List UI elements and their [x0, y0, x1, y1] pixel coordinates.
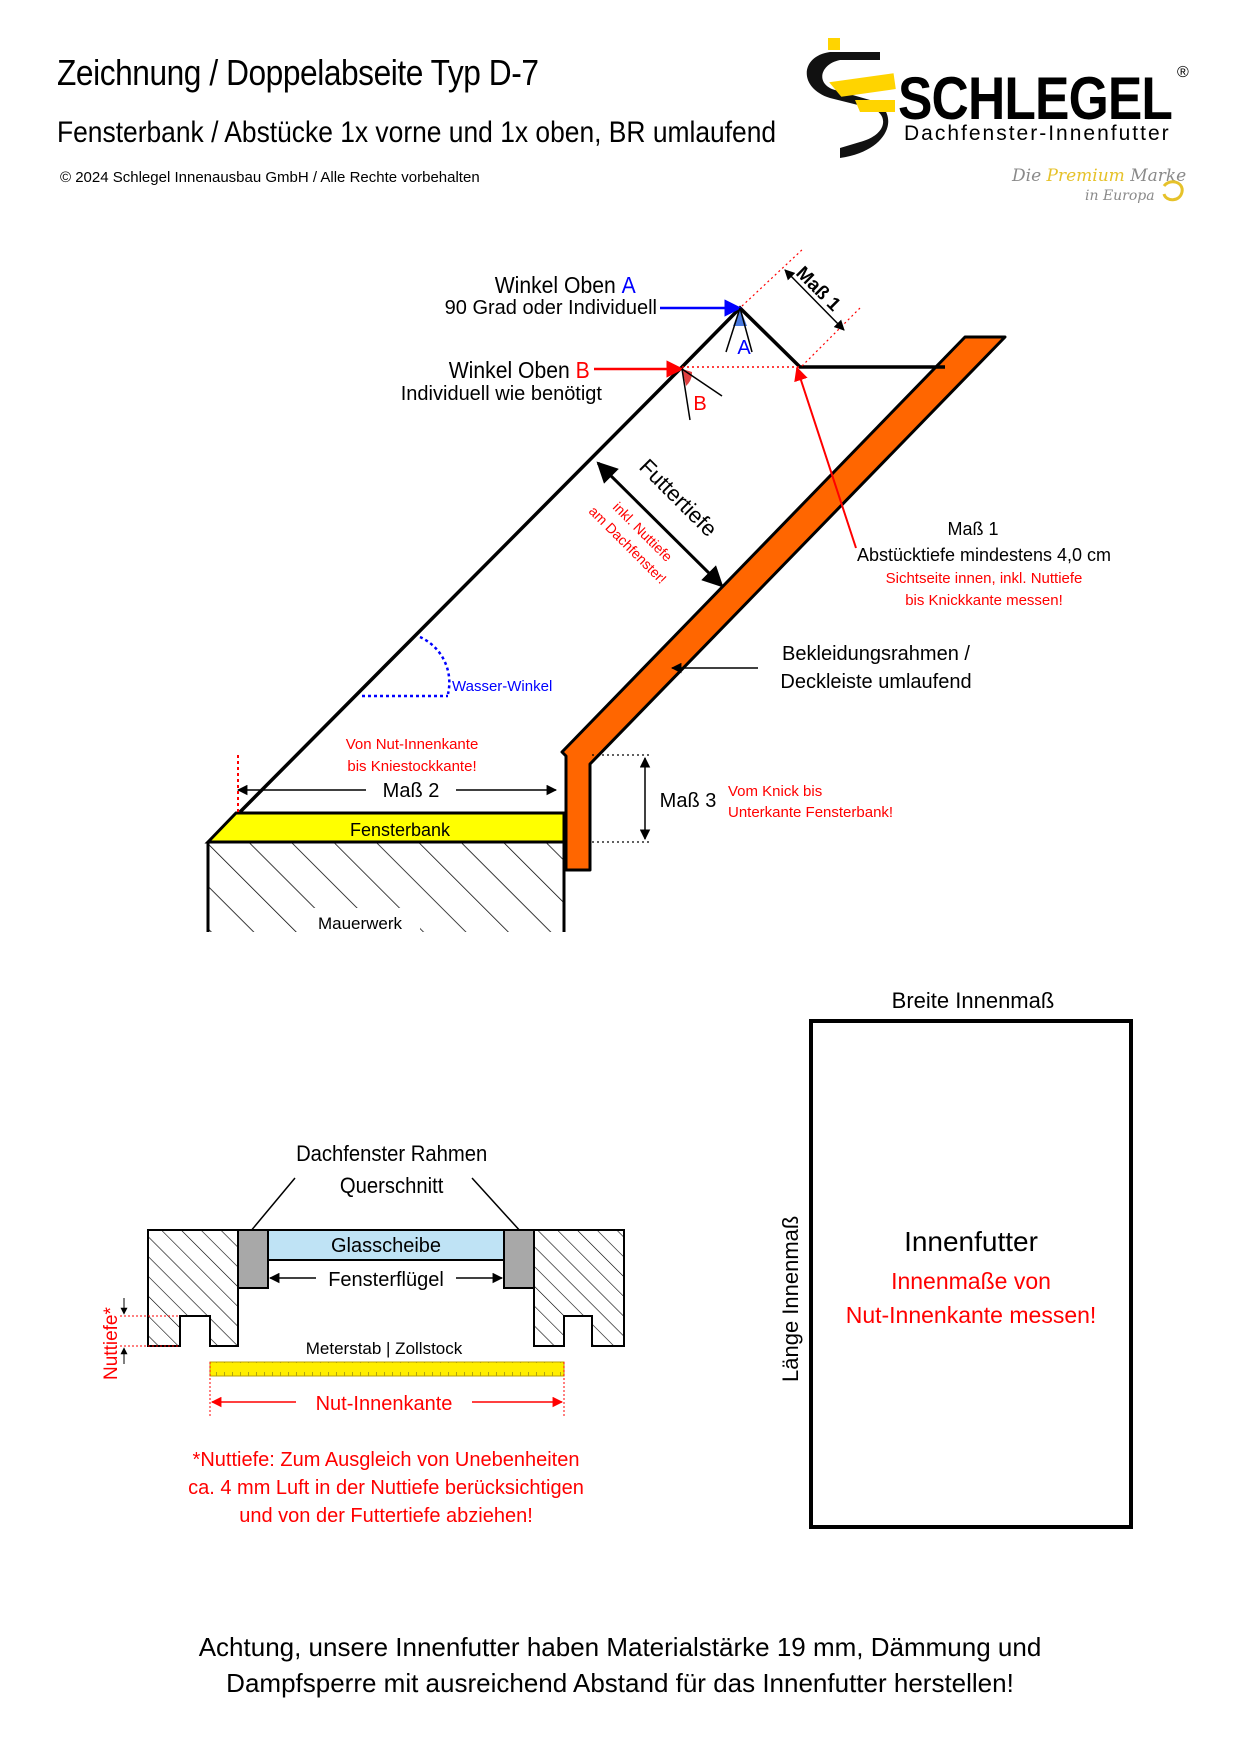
mass2-note-2: bis Kniestockkante!	[347, 758, 476, 775]
winkel-b-title: Winkel Oben B	[449, 357, 590, 383]
mass1-desc: Abstücktiefe mindestens 4,0 cm	[857, 545, 1111, 565]
meterstab-label: Meterstab | Zollstock	[306, 1339, 463, 1358]
cross-title-1: Dachfenster Rahmen	[296, 1142, 487, 1166]
cross-title-2: Querschnitt	[340, 1174, 444, 1198]
mass2-label: Maß 2	[383, 780, 440, 802]
innenfutter-title: Innenfutter	[904, 1226, 1038, 1257]
mass3-note-1: Vom Knick bis	[728, 783, 822, 800]
innenfutter-box	[809, 1019, 1133, 1529]
nuttiefe-label: Nuttiefe*	[101, 1307, 122, 1380]
tagline-swirl-icon	[1162, 180, 1184, 202]
bekleidungsrahmen-frame	[560, 335, 1007, 872]
marker-b-letter: B	[693, 393, 706, 415]
mauerwerk-label: Mauerwerk	[318, 914, 403, 933]
innenfutter-note-2: Nut-Innenkante messen!	[846, 1302, 1097, 1328]
logo-wordmark: SCHLEGEL	[898, 65, 1173, 132]
futtertiefe-arrow	[596, 461, 724, 588]
fensterfluegel-label: Fensterflügel	[328, 1269, 444, 1291]
mass3-note-2: Unterkante Fensterbank!	[728, 804, 893, 821]
page-subtitle: Fensterbank / Abstücke 1x vorne und 1x o…	[57, 116, 777, 149]
copyright-notice: © 2024 Schlegel Innenausbau GmbH / Alle …	[60, 169, 480, 186]
page-title: Zeichnung / Doppelabseite Typ D-7	[57, 52, 539, 93]
mass1-top-dimension	[784, 269, 845, 331]
footer-line-2: Dampfsperre mit ausreichend Abstand für …	[226, 1668, 1014, 1698]
winkel-a-title: Winkel Oben A	[495, 272, 636, 298]
bekleidung-label-1: Bekleidungsrahmen /	[782, 643, 970, 665]
logo-tagline-2: in Europa	[1085, 188, 1155, 204]
breite-label: Breite Innenmaß	[892, 988, 1055, 1013]
mauerwerk-wall	[206, 842, 566, 932]
mass3-label: Maß 3	[660, 790, 717, 812]
fensterbank-board	[204, 811, 566, 844]
footer-line-1: Achtung, unsere Innenfutter haben Materi…	[198, 1632, 1042, 1662]
mass1-top-label: Maß 1	[791, 263, 844, 316]
cross-note-2: ca. 4 mm Luft in der Nuttiefe berücksich…	[188, 1477, 584, 1499]
winkel-b-desc: Individuell wie benötigt	[401, 383, 603, 405]
mass1-note-2: bis Knickkante messen!	[905, 592, 1063, 609]
mass1-pointer-arrow	[794, 366, 857, 549]
meterstab-ruler	[209, 1361, 565, 1377]
frame-right-profile	[533, 1229, 625, 1347]
cross-note-1: *Nuttiefe: Zum Ausgleich von Unebenheite…	[193, 1449, 580, 1471]
registered-mark: ®	[1177, 64, 1189, 81]
mass1-note-1: Sichtseite innen, inkl. Nuttiefe	[886, 570, 1083, 587]
glasscheibe-label: Glasscheibe	[331, 1235, 441, 1257]
sash-left	[237, 1229, 269, 1289]
frame-left-profile	[147, 1229, 239, 1347]
sash-right	[503, 1229, 535, 1289]
glasscheibe	[267, 1229, 505, 1261]
logo-subline: Dachfenster-Innenfutter	[904, 122, 1171, 145]
mass2-note-1: Von Nut-Innenkante	[346, 736, 479, 753]
mass1-title: Maß 1	[947, 519, 998, 539]
nut-innenkante-label: Nut-Innenkante	[316, 1393, 453, 1415]
wasser-winkel-arc	[419, 635, 451, 695]
wasser-winkel-label: Wasser-Winkel	[452, 678, 552, 695]
cross-note-3: und von der Futtertiefe abziehen!	[239, 1505, 533, 1527]
schlegel-logo-icon	[806, 38, 896, 158]
winkel-a-desc: 90 Grad oder Individuell	[445, 297, 657, 319]
innenfutter-note-1: Innenmaße von	[891, 1268, 1051, 1294]
fensterbank-label: Fensterbank	[350, 820, 451, 840]
marker-a-letter: A	[737, 337, 751, 359]
laenge-label: Länge Innenmaß	[778, 1216, 803, 1382]
bekleidung-label-2: Deckleiste umlaufend	[780, 671, 971, 693]
